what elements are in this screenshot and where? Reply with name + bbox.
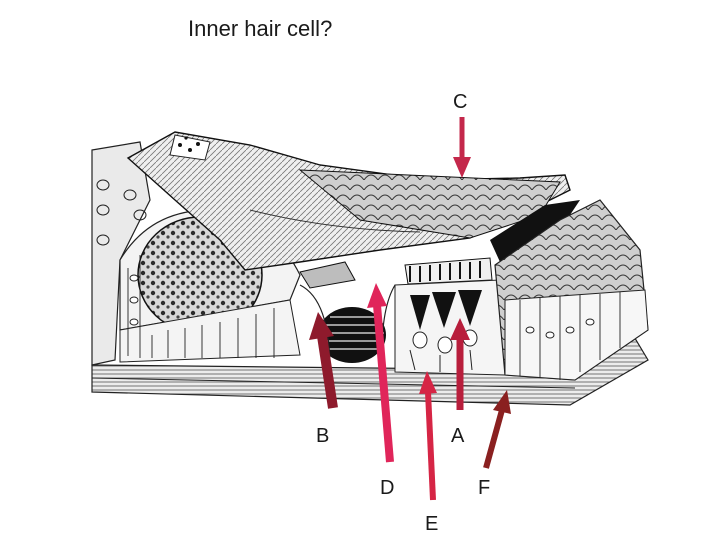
label-a: A <box>451 425 465 447</box>
arrow-a <box>450 318 470 410</box>
label-c: C <box>453 91 467 113</box>
tunnel-of-corti <box>299 284 396 371</box>
label-d: D <box>380 477 394 499</box>
arrow-e <box>419 371 437 501</box>
label-b: B <box>316 425 329 447</box>
outer-hair-cells <box>394 279 506 376</box>
question-title: Inner hair cell? <box>188 16 333 41</box>
tectorial-membrane <box>126 131 571 271</box>
label-f: F <box>478 477 490 499</box>
hensen-cells <box>494 199 649 381</box>
reticular-lamina <box>299 200 580 289</box>
spiral-limbus <box>91 141 151 366</box>
arrow-b <box>309 312 338 409</box>
label-e: E <box>425 513 438 535</box>
arrow-d <box>367 283 394 463</box>
arrow-c <box>453 117 471 178</box>
arrow-f <box>483 390 511 469</box>
